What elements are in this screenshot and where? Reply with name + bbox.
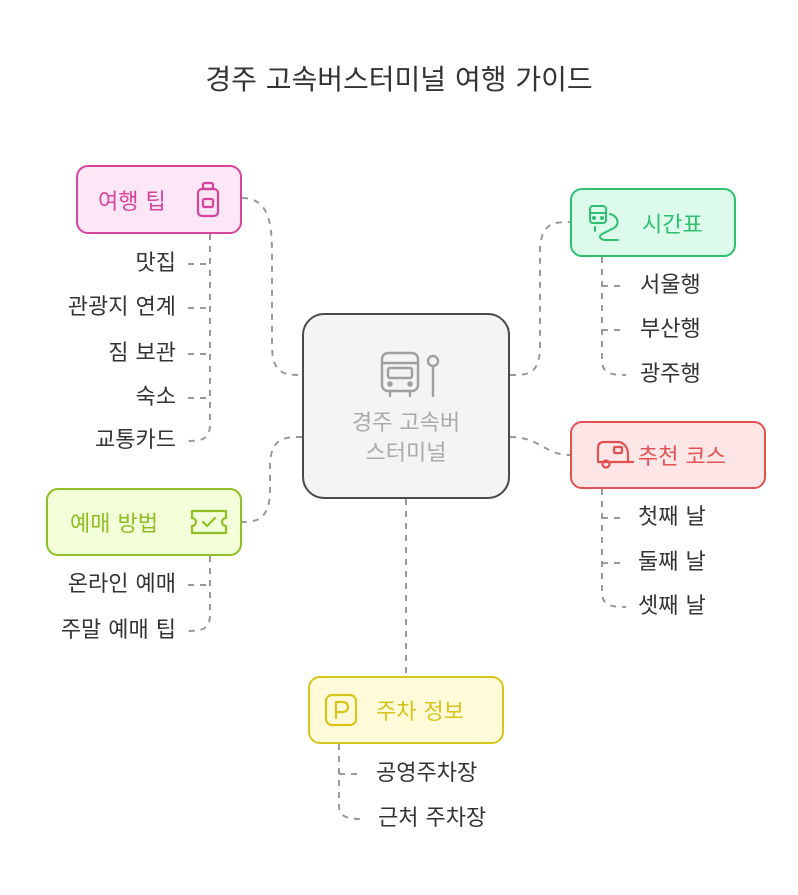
center-node[interactable]: 경주 고속버 스터미널 bbox=[302, 313, 510, 499]
bus-route-icon bbox=[589, 204, 619, 241]
node-booking-label: 예매 방법 bbox=[70, 512, 158, 537]
leaf-timetable[interactable]: 광주행 bbox=[640, 362, 701, 387]
link-travel-tips bbox=[241, 197, 303, 376]
link-timetable bbox=[509, 221, 571, 376]
center-label: 경주 고속버 스터미널 bbox=[351, 411, 461, 466]
leaf-booking[interactable]: 온라인 예매 bbox=[67, 572, 176, 597]
leaf-travel-tips[interactable]: 맛집 bbox=[135, 251, 176, 276]
link-courses bbox=[509, 436, 571, 456]
diagram-title: 경주 고속버스터미널 여행 가이드 bbox=[205, 63, 593, 96]
camper-icon bbox=[596, 440, 634, 469]
node-travel-tips[interactable]: 여행 팁 bbox=[76, 165, 242, 234]
node-timetable-label: 시간표 bbox=[642, 212, 703, 238]
leaf-links-booking bbox=[187, 556, 211, 632]
leaf-courses[interactable]: 둘째 날 bbox=[638, 550, 706, 575]
node-parking[interactable]: 주차 정보 bbox=[308, 676, 504, 744]
leaf-courses[interactable]: 첫째 날 bbox=[638, 505, 706, 530]
ticket-icon bbox=[190, 509, 228, 535]
leaf-links-courses bbox=[601, 489, 627, 608]
node-travel-tips-label: 여행 팁 bbox=[98, 189, 166, 215]
node-timetable[interactable]: 시간표 bbox=[570, 188, 736, 257]
node-parking-label: 주차 정보 bbox=[376, 700, 464, 725]
leaf-travel-tips[interactable]: 짐 보관 bbox=[108, 341, 176, 366]
leaf-parking[interactable]: 근처 주차장 bbox=[378, 806, 487, 831]
link-booking bbox=[241, 436, 303, 523]
leaf-links-parking bbox=[338, 744, 363, 820]
leaf-travel-tips[interactable]: 교통카드 bbox=[95, 428, 176, 453]
parking-icon bbox=[324, 693, 358, 727]
leaf-timetable[interactable]: 부산행 bbox=[640, 317, 701, 342]
leaf-travel-tips[interactable]: 숙소 bbox=[135, 385, 176, 410]
leaf-timetable[interactable]: 서울행 bbox=[640, 273, 701, 298]
leaf-links-timetable bbox=[601, 257, 627, 376]
bus-stop-icon bbox=[380, 351, 440, 398]
leaf-booking[interactable]: 주말 예매 팁 bbox=[60, 618, 176, 643]
leaf-travel-tips[interactable]: 관광지 연계 bbox=[67, 295, 176, 320]
luggage-icon bbox=[196, 181, 220, 217]
node-courses[interactable]: 추천 코스 bbox=[570, 421, 766, 489]
node-courses-label: 추천 코스 bbox=[638, 445, 726, 470]
leaf-courses[interactable]: 셋째 날 bbox=[638, 594, 706, 619]
leaf-parking[interactable]: 공영주차장 bbox=[376, 761, 478, 786]
node-booking[interactable]: 예매 방법 bbox=[46, 488, 242, 556]
leaf-links-travel-tips bbox=[187, 234, 211, 442]
